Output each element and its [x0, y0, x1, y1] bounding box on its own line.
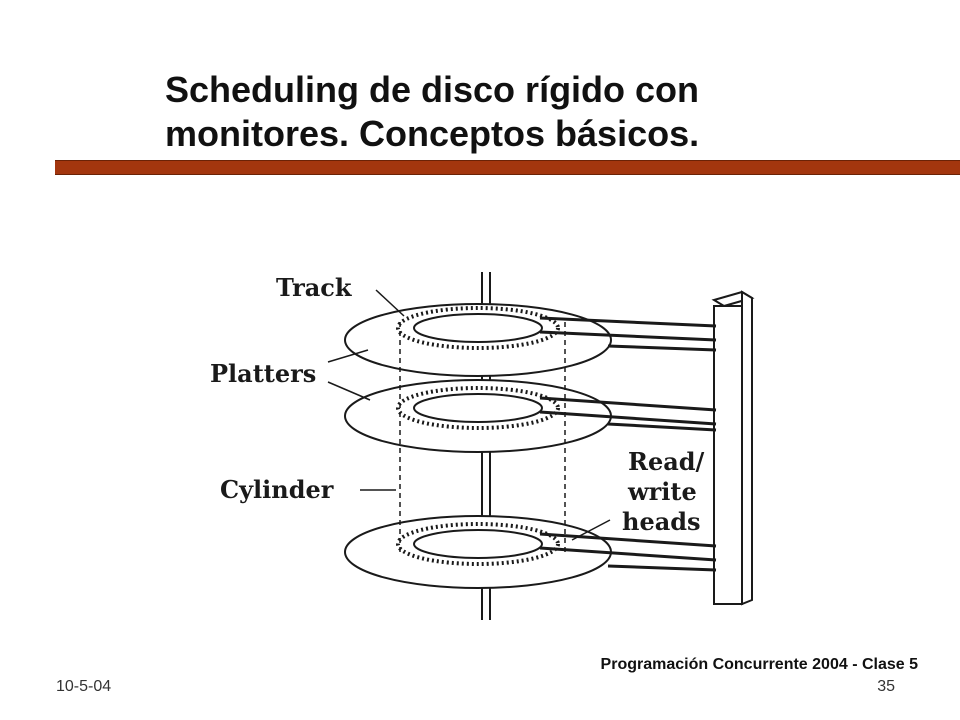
actuator-post	[711, 290, 755, 606]
title-line-2: monitores. Conceptos básicos.	[165, 113, 700, 154]
platter-bottom	[344, 515, 612, 589]
platter-middle	[344, 379, 612, 453]
title-underline-bar	[55, 160, 960, 175]
label-platters: Platters	[210, 359, 316, 388]
label-write: write	[627, 477, 697, 506]
disk-diagram: Track Platters Cylinder Read/ write head…	[210, 272, 755, 620]
footer-course: Programación Concurrente 2004 - Clase 5	[600, 656, 918, 673]
cylinder-outline	[399, 322, 566, 552]
read-write-arms	[539, 316, 717, 572]
label-cylinder: Cylinder	[220, 475, 334, 504]
title-line-1: Scheduling de disco rígido con	[165, 69, 700, 110]
platter-top	[344, 303, 612, 377]
label-heads: heads	[622, 507, 701, 536]
footer-date: 10-5-04	[56, 678, 112, 695]
label-read: Read/	[628, 447, 705, 476]
page-number: 35	[877, 678, 895, 695]
label-track: Track	[276, 273, 353, 302]
slide-title: Scheduling de disco rígido con monitores…	[165, 68, 925, 156]
leader-lines	[327, 289, 611, 541]
